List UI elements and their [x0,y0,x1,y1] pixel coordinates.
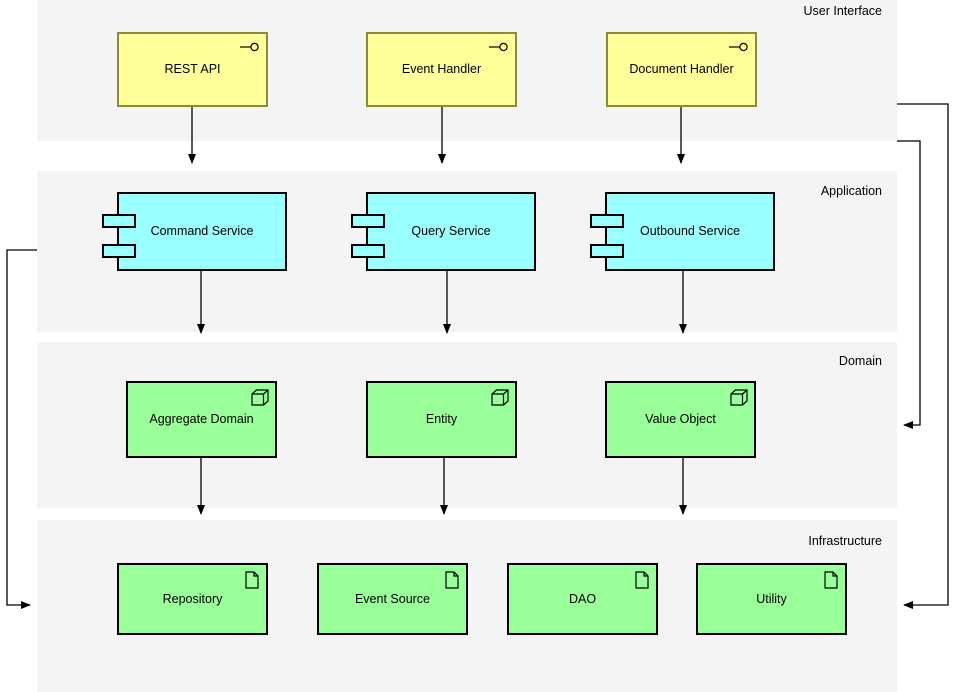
node-outbound-service[interactable]: Outbound Service [590,192,775,271]
component-tabs-icon [102,214,136,228]
node-label-outbound-service: Outbound Service [639,224,741,238]
node-label-value-object: Value Object [645,412,716,426]
edge-user-interface-to-infrastructure-right [897,103,949,609]
edge-user-interface-to-domain-right [897,140,921,429]
document-icon [635,571,649,589]
node-label-query-service: Query Service [411,224,491,238]
layer-label-infrastructure: Infrastructure [808,534,882,548]
component-tabs-icon [590,214,624,228]
component-tabs-icon [351,244,385,258]
layer-label-user-interface: User Interface [803,4,882,18]
node-label-entity: Entity [425,412,458,426]
node-label-aggregate-domain: Aggregate Domain [149,412,254,426]
lollipop-icon [489,41,509,52]
node-rest-api[interactable]: REST API [117,32,268,107]
node-label-utility: Utility [756,591,787,606]
node-command-service[interactable]: Command Service [102,192,287,271]
node-label-event-source: Event Source [354,591,431,606]
node-repository[interactable]: Repository [117,563,268,635]
node-query-service[interactable]: Query Service [351,192,536,271]
layer-label-application: Application [820,184,882,198]
node-event-handler[interactable]: Event Handler [366,32,517,107]
node-utility[interactable]: Utility [696,563,847,635]
cube-icon [491,389,509,407]
node-label-rest-api: REST API [164,62,221,76]
lollipop-icon [240,41,260,52]
layer-label-domain: Domain [838,354,882,368]
cube-icon [730,389,748,407]
document-icon [245,571,259,589]
component-tabs-icon [102,244,136,258]
node-label-dao: DAO [568,591,597,606]
node-label-command-service: Command Service [150,224,254,238]
document-icon [824,571,838,589]
document-icon [445,571,459,589]
node-event-source[interactable]: Event Source [317,563,468,635]
component-tabs-icon [590,244,624,258]
node-dao[interactable]: DAO [507,563,658,635]
node-label-repository: Repository [162,591,223,606]
node-label-document-handler: Document Handler [629,62,734,76]
node-label-event-handler: Event Handler [401,62,482,76]
cube-icon [251,389,269,407]
component-tabs-icon [351,214,385,228]
node-document-handler[interactable]: Document Handler [606,32,757,107]
lollipop-icon [729,41,749,52]
node-value-object[interactable]: Value Object [605,381,756,458]
node-aggregate-domain[interactable]: Aggregate Domain [126,381,277,458]
node-entity[interactable]: Entity [366,381,517,458]
edge-application-to-infrastructure-left [6,249,37,609]
